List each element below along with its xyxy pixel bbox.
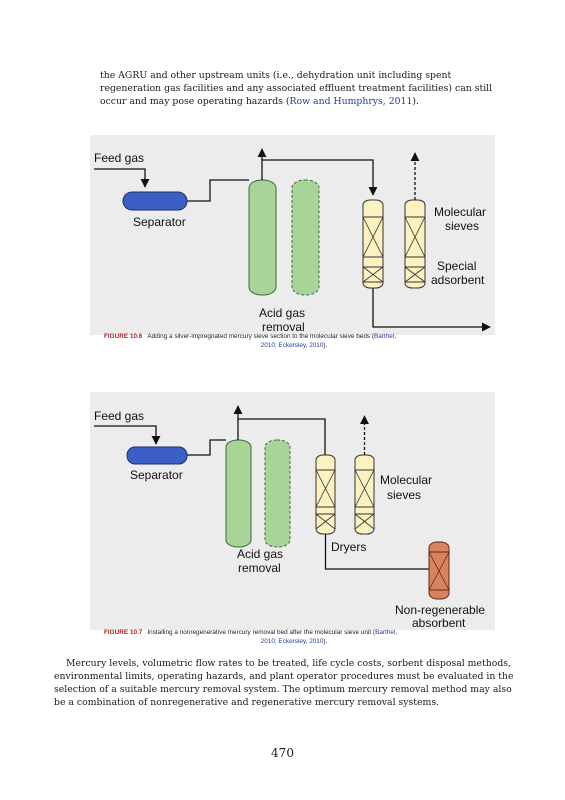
acid-gas-outlet-line — [237, 418, 330, 465]
feed-gas-line — [94, 168, 150, 188]
feed-gas-line — [94, 425, 161, 445]
acid-gas-column — [225, 439, 252, 548]
caption-reference-link-2[interactable]: 2010; Eckersley, 2010 — [260, 638, 324, 645]
caption-tail: ). — [323, 638, 328, 645]
feed-gas-label: Feed gas — [94, 151, 144, 165]
separator-outlet-line — [187, 439, 226, 456]
caption-label: FIGURE 10.6 — [104, 333, 143, 340]
separator-vessel — [126, 446, 188, 465]
acid-gas-column-standby — [264, 439, 291, 548]
non-regenerable-label: Non-regenerable — [395, 603, 485, 617]
dryers-label: Dryers — [331, 540, 366, 554]
dryer-bed-2 — [354, 454, 375, 535]
figure-10-6: Feed gas Separator — [90, 135, 495, 335]
absorbent-label: absorbent — [412, 616, 466, 630]
separator-outlet-line — [187, 179, 249, 202]
acid-gas-column-standby — [291, 179, 320, 296]
figure-10-7-caption: FIGURE 10.7 Installing a nonregenerative … — [104, 628, 484, 646]
acid-gas-outlet-line — [261, 159, 378, 196]
intro-tail: ). — [412, 96, 419, 107]
caption-tail: ). — [323, 342, 328, 349]
caption-text: Adding a silver-impregnated mercury siev… — [147, 333, 374, 340]
caption-reference-link-2[interactable]: 2010; Eckersley, 2010 — [260, 342, 324, 349]
figure-background — [90, 392, 495, 630]
adsorbent-label: adsorbent — [431, 273, 485, 287]
sieves-label-1: sieves — [445, 219, 479, 233]
molecular-label: Molecular — [380, 473, 432, 487]
acid-gas-label: Acid gas — [237, 547, 283, 561]
acid-gas-column — [248, 179, 277, 296]
caption-label: FIGURE 10.7 — [104, 629, 143, 636]
caption-reference-link[interactable]: Barthel, — [375, 629, 398, 636]
page-number: 470 — [271, 746, 294, 760]
special-label: Special — [437, 259, 476, 273]
caption-text: Installing a nonregenerative mercury rem… — [147, 629, 376, 636]
process-diagram-2: Feed gas Separator — [94, 405, 485, 630]
acid-gas-label: Acid gas — [259, 306, 305, 320]
intro-paragraph: the AGRU and other upstream units (i.e.,… — [100, 69, 505, 108]
molecular-label-1: Molecular — [434, 205, 486, 219]
caption-reference-link[interactable]: Barthel, — [373, 333, 397, 340]
separator-label: Separator — [133, 215, 186, 229]
molecular-sieve-bed-2 — [404, 199, 426, 289]
removal-label: removal — [262, 320, 305, 334]
feed-gas-label: Feed gas — [94, 409, 144, 423]
figure-10-6-caption: FIGURE 10.6 Adding a silver-impregnated m… — [104, 332, 484, 350]
intro-text: the AGRU and other upstream units (i.e.,… — [100, 70, 493, 107]
sieves-label: sieves — [387, 488, 421, 502]
figure-10-7: Feed gas Separator — [90, 392, 495, 630]
non-regenerable-bed — [428, 541, 450, 600]
closing-paragraph: Mercury levels, volumetric flow rates to… — [54, 658, 514, 708]
process-diagram-1: Feed gas Separator — [94, 148, 491, 334]
product-outlet-line — [372, 288, 491, 332]
separator-label: Separator — [130, 468, 183, 482]
intro-reference-link[interactable]: Row and Humphrys, 2011 — [289, 96, 413, 107]
removal-label: removal — [238, 561, 281, 575]
separator-vessel — [122, 191, 188, 211]
dryer-bed-1 — [315, 454, 336, 535]
molecular-sieve-bed-1 — [362, 199, 384, 289]
